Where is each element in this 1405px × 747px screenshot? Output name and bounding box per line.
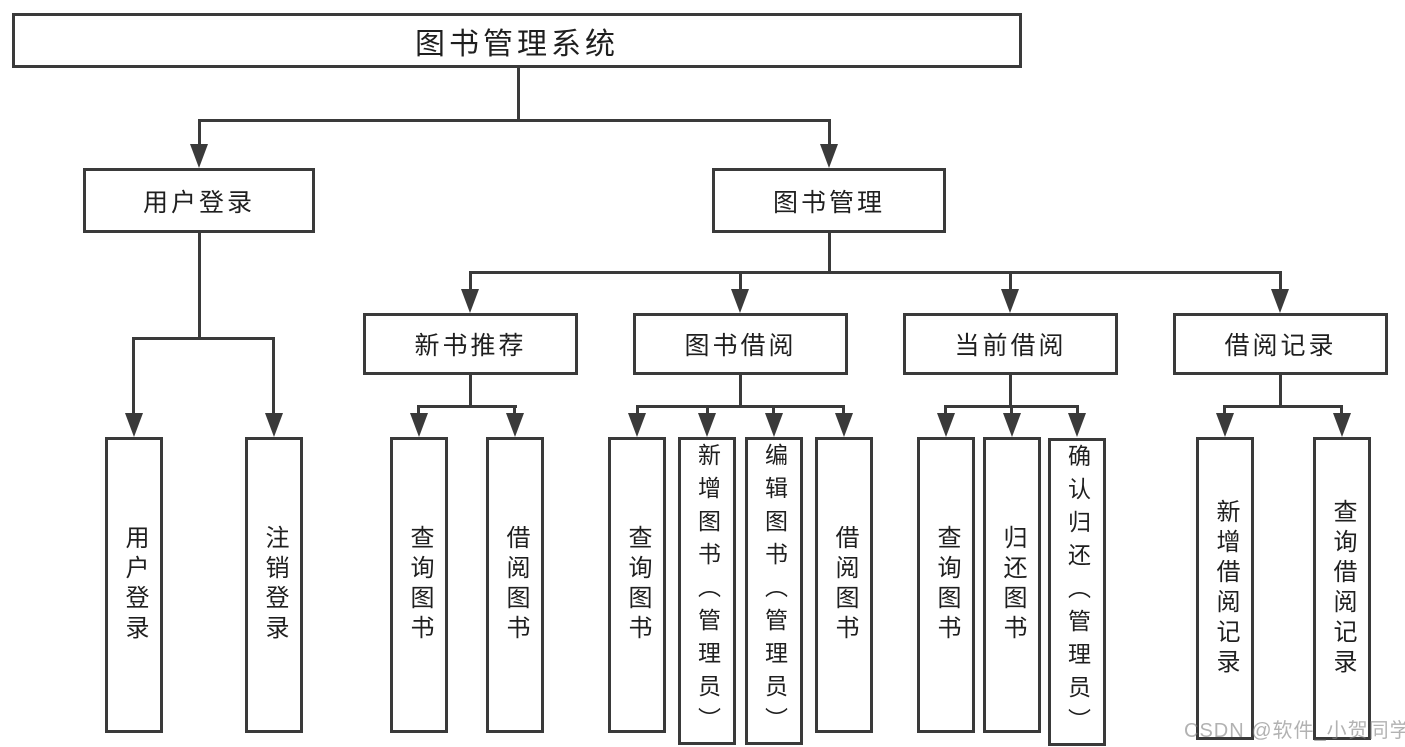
connector-root-split <box>198 119 831 122</box>
arrow-down-icon <box>1333 413 1351 437</box>
connector-drop <box>636 405 639 417</box>
arrow-down-icon <box>125 413 143 437</box>
leaf-label: 查询图书 <box>933 525 960 645</box>
connector-drop <box>772 405 775 417</box>
arrow-down-icon <box>765 413 783 437</box>
node-new-book-recommend: 新书推荐 <box>363 313 578 375</box>
leaf-label: 新增图书（管理员） <box>694 442 721 740</box>
connector-drop-current <box>1009 271 1012 291</box>
node-label: 图书管理系统 <box>415 27 619 61</box>
node-library-management-system: 图书管理系统 <box>12 13 1022 68</box>
connector-new-books-stem <box>469 375 472 408</box>
arrow-down-icon <box>698 413 716 437</box>
leaf-borrow-books-2: 借阅图书 <box>815 437 873 733</box>
arrow-down-icon <box>1271 289 1289 313</box>
connector-drop <box>1076 405 1079 417</box>
connector-drop-login <box>132 337 135 415</box>
connector-new-books-split <box>418 405 517 408</box>
arrow-down-icon <box>265 413 283 437</box>
leaf-add-books-admin: 新增图书（管理员） <box>678 437 736 745</box>
arrow-down-icon <box>628 413 646 437</box>
leaf-add-borrow-record: 新增借阅记录 <box>1196 437 1254 740</box>
connector-book-mgmt-split <box>469 271 1282 274</box>
leaf-label: 归还图书 <box>999 525 1026 645</box>
leaf-query-books-2: 查询图书 <box>608 437 666 733</box>
node-label: 图书借阅 <box>684 332 797 360</box>
arrow-down-icon <box>1001 289 1019 313</box>
connector-drop <box>842 405 845 417</box>
connector-drop <box>706 405 709 417</box>
node-user-login: 用户登录 <box>83 168 315 233</box>
node-current-borrowing: 当前借阅 <box>903 313 1118 375</box>
connector-user-login-stem <box>198 233 201 339</box>
leaf-label: 查询图书 <box>406 525 433 645</box>
node-book-management: 图书管理 <box>712 168 946 233</box>
node-label: 用户登录 <box>142 188 255 217</box>
connector-user-login-split <box>132 337 275 340</box>
arrow-down-icon <box>1003 413 1021 437</box>
connector-drop-book-mgmt <box>828 119 831 146</box>
arrow-down-icon <box>190 144 208 168</box>
connector-drop-borrowing <box>739 271 742 291</box>
node-label: 新书推荐 <box>414 332 527 360</box>
connector-borrowing-stem <box>739 375 742 408</box>
connector-root-stem <box>517 68 520 121</box>
connector-book-mgmt-stem <box>828 233 831 274</box>
connector-drop <box>1340 405 1343 417</box>
leaf-label: 查询借阅记录 <box>1329 498 1356 679</box>
connector-records-split <box>1224 405 1343 408</box>
leaf-label: 用户登录 <box>121 525 148 645</box>
arrow-down-icon <box>506 413 524 437</box>
leaf-label: 编辑图书（管理员） <box>761 442 788 740</box>
connector-drop <box>1010 405 1013 417</box>
arrow-down-icon <box>1068 413 1086 437</box>
arrow-down-icon <box>731 289 749 313</box>
arrow-down-icon <box>461 289 479 313</box>
arrow-down-icon <box>1216 413 1234 437</box>
connector-drop-records <box>1279 271 1282 291</box>
connector-drop <box>1223 405 1226 417</box>
connector-drop-user-login <box>198 119 201 146</box>
leaf-borrow-books-1: 借阅图书 <box>486 437 544 733</box>
arrow-down-icon <box>820 144 838 168</box>
leaf-label: 注销登录 <box>261 525 288 645</box>
leaf-label: 借阅图书 <box>831 525 858 645</box>
leaf-label: 查询图书 <box>624 525 651 645</box>
leaf-return-books: 归还图书 <box>983 437 1041 733</box>
leaf-query-books-1: 查询图书 <box>390 437 448 733</box>
connector-drop <box>513 405 516 417</box>
leaf-label: 借阅图书 <box>502 525 529 645</box>
node-label: 图书管理 <box>772 188 885 217</box>
arrow-down-icon <box>410 413 428 437</box>
connector-records-stem <box>1279 375 1282 408</box>
connector-drop <box>417 405 420 417</box>
leaf-edit-books-admin: 编辑图书（管理员） <box>745 437 803 745</box>
node-book-borrowing: 图书借阅 <box>633 313 848 375</box>
connector-borrowing-split <box>636 405 845 408</box>
arrow-down-icon <box>937 413 955 437</box>
leaf-confirm-return-admin: 确认归还（管理员） <box>1048 438 1106 746</box>
connector-drop-new-books <box>469 271 472 291</box>
arrow-down-icon <box>835 413 853 437</box>
leaf-query-borrow-record: 查询借阅记录 <box>1313 437 1371 740</box>
leaf-label: 新增借阅记录 <box>1212 498 1239 679</box>
node-borrow-records: 借阅记录 <box>1173 313 1388 375</box>
leaf-query-books-3: 查询图书 <box>917 437 975 733</box>
node-label: 借阅记录 <box>1224 332 1337 360</box>
leaf-user-login: 用户登录 <box>105 437 163 733</box>
connector-current-stem <box>1009 375 1012 408</box>
leaf-logout: 注销登录 <box>245 437 303 733</box>
connector-drop <box>944 405 947 417</box>
node-label: 当前借阅 <box>954 332 1067 360</box>
leaf-label: 确认归还（管理员） <box>1064 443 1091 741</box>
connector-drop-logout <box>272 337 275 415</box>
csdn-watermark: CSDN @软件_小贺同学 <box>1184 720 1405 742</box>
